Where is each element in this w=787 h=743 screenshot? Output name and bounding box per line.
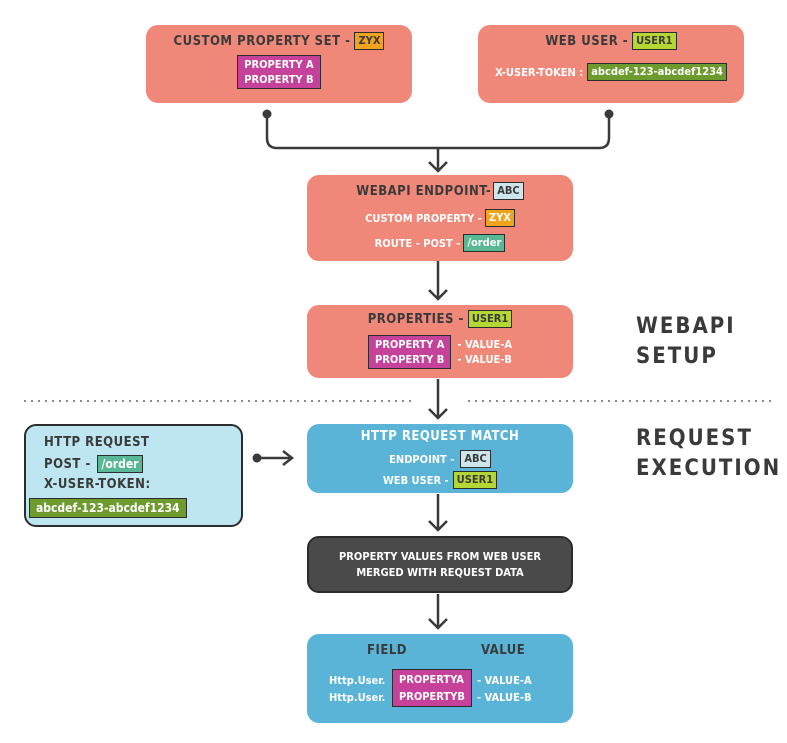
web-user-token-value: abcdef-123-abcdef1234 — [587, 63, 727, 81]
custom-property-set-title: CUSTOM PROPERTY SET - — [173, 33, 351, 49]
arrowhead-3 — [428, 408, 448, 420]
custom-property-label: CUSTOM PROPERTY - — [365, 211, 482, 225]
result-prefix: Http.User. — [329, 674, 386, 687]
connector-dot-right — [604, 109, 614, 119]
match-web-user-tag: USER1 — [452, 471, 498, 489]
connector-dot-request — [252, 453, 262, 463]
result-fields: PROPERTYA PROPERTYB — [392, 669, 472, 707]
property-item: PROPERTY B — [244, 73, 314, 86]
match-web-user-label: WEB USER - — [382, 473, 449, 487]
property-name: PROPERTY B — [374, 353, 445, 366]
property-name: PROPERTY A — [374, 338, 445, 351]
http-request-box: HTTP REQUEST POST - /order X-USER-TOKEN:… — [24, 424, 243, 527]
route-tag: /order — [463, 234, 506, 252]
http-request-match-title: HTTP REQUEST MATCH — [360, 429, 520, 444]
property-value: - VALUE-B — [457, 353, 512, 366]
arrowhead-5 — [428, 618, 448, 630]
field-header: FIELD — [367, 643, 407, 658]
request-execution-line1: REQUEST — [636, 426, 753, 451]
result-prefixes: Http.User. Http.User. — [329, 672, 385, 706]
http-request-token-label: X-USER-TOKEN: — [44, 477, 151, 492]
webapi-endpoint-title: WEBAPI ENDPOINT- — [356, 183, 492, 199]
request-execution-label: REQUEST EXECUTION — [636, 424, 781, 484]
request-execution-line2: EXECUTION — [636, 456, 782, 481]
http-request-token-value: abcdef-123-abcdef1234 — [29, 498, 187, 518]
arrowhead-4 — [428, 520, 448, 532]
web-user-title: WEB USER - — [545, 33, 629, 49]
arrowhead-2 — [428, 289, 448, 301]
result-field: PROPERTYB — [399, 690, 465, 703]
properties-box: PROPERTIES - USER1 PROPERTY A PROPERTY B… — [307, 305, 573, 378]
http-request-title: HTTP REQUEST — [44, 435, 150, 450]
result-box: FIELD VALUE Http.User. Http.User. PROPER… — [307, 634, 573, 723]
web-user-token-label: X-USER-TOKEN : — [495, 65, 584, 79]
custom-property-set-box: CUSTOM PROPERTY SET - ZYX PROPERTY A PRO… — [146, 25, 412, 103]
route-label: ROUTE - POST - — [374, 236, 461, 250]
value-header: VALUE — [481, 643, 526, 658]
webapi-setup-label: WEBAPI SETUP — [636, 312, 736, 372]
merge-line2: MERGED WITH REQUEST DATA — [356, 566, 524, 579]
arrowhead-1 — [428, 161, 448, 173]
property-value: - VALUE-A — [457, 338, 513, 351]
http-request-match-box: HTTP REQUEST MATCH ENDPOINT - ABC WEB US… — [307, 424, 573, 493]
merge-box: PROPERTY VALUES FROM WEB USER MERGED WIT… — [307, 536, 573, 593]
properties-names: PROPERTY A PROPERTY B — [367, 335, 452, 369]
http-request-content: HTTP REQUEST POST - /order X-USER-TOKEN: — [44, 433, 151, 495]
web-user-tag: USER1 — [632, 32, 677, 50]
property-list: PROPERTY A PROPERTY B — [237, 55, 321, 89]
properties-tag: USER1 — [467, 310, 513, 328]
connector-dot-left — [262, 109, 272, 119]
result-value: - VALUE-A — [477, 674, 532, 687]
properties-title: PROPERTIES - — [367, 311, 464, 327]
match-endpoint-label: ENDPOINT - — [389, 452, 455, 466]
result-values: - VALUE-A - VALUE-B — [477, 672, 532, 706]
http-request-post-label: POST - — [44, 457, 91, 472]
result-value: - VALUE-B — [477, 691, 532, 704]
merge-line1: PROPERTY VALUES FROM WEB USER — [339, 550, 541, 563]
http-request-post-tag: /order — [97, 455, 143, 473]
match-endpoint-tag: ABC — [460, 450, 491, 468]
webapi-setup-line1: WEBAPI — [636, 314, 736, 339]
properties-values: - VALUE-A - VALUE-B — [457, 337, 512, 367]
webapi-endpoint-box: WEBAPI ENDPOINT- ABC CUSTOM PROPERTY - Z… — [307, 175, 573, 261]
custom-property-set-tag: ZYX — [354, 32, 385, 50]
arrowhead-request — [282, 450, 295, 466]
result-field: PROPERTYA — [399, 673, 464, 686]
custom-property-tag: ZYX — [484, 209, 515, 227]
merge-connector — [265, 116, 611, 150]
result-prefix: Http.User. — [329, 691, 386, 704]
property-item: PROPERTY A — [244, 58, 314, 71]
web-user-box: WEB USER - USER1 X-USER-TOKEN : abcdef-1… — [478, 25, 744, 103]
webapi-setup-line2: SETUP — [636, 344, 718, 369]
webapi-endpoint-tag: ABC — [493, 182, 524, 200]
